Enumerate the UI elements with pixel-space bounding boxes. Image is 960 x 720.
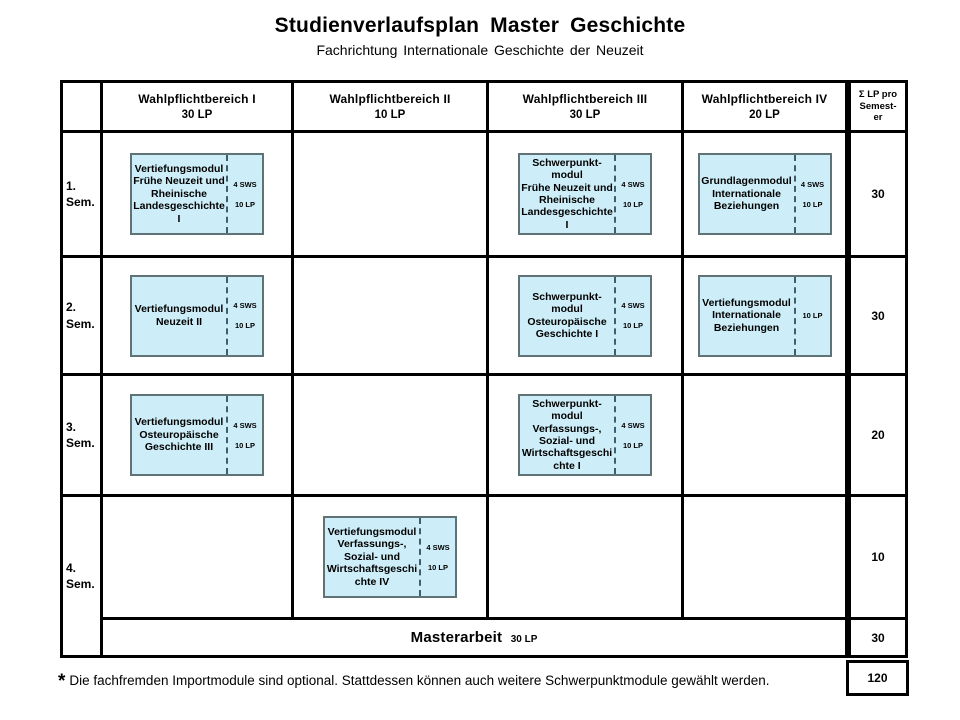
module-lp: 10 LP: [802, 199, 823, 209]
total-lp-box: 120: [846, 660, 909, 696]
column-header-lp: 10 LP: [374, 109, 406, 121]
cell-sem2-wpb3: Schwerpunkt- modul Osteuropäische Geschi…: [486, 255, 684, 376]
module-sws: 4 SWS: [233, 301, 257, 310]
cell-sem1-wpb4: Grundlagenmodul Internationale Beziehung…: [681, 130, 848, 258]
module-lp: 10 LP: [427, 562, 448, 572]
module-vertiefungsmodul-osteuropaeische-geschichte: Vertiefungsmodul Osteuropäische Geschich…: [130, 394, 264, 476]
module-sws: 4 SWS: [800, 179, 825, 189]
module-credits: 4 SWS 10 LP: [614, 154, 650, 234]
sum-sem-3: 20: [848, 373, 908, 497]
column-header-label: Wahlpflichtbereich I: [138, 92, 256, 106]
module-credits: 4 SWS 10 LP: [793, 155, 830, 233]
column-header-wpb-2: Wahlpflichtbereich II 10 LP: [291, 80, 489, 133]
cell-sem2-wpb1: Vertiefungsmodul Neuzeit II 4 SWS 10 LP: [100, 255, 294, 376]
module-title: Vertiefungsmodul Frühe Neuzeit und Rhein…: [133, 163, 225, 225]
module-credits: 4 SWS 10 LP: [614, 276, 650, 355]
module-title: Vertiefungsmodul Neuzeit II: [134, 303, 224, 328]
column-header-label: Wahlpflichtbereich IV: [701, 92, 828, 106]
cell-sem1-wpb1: Vertiefungsmodul Frühe Neuzeit und Rhein…: [100, 130, 294, 258]
cell-sem3-wpb2: [291, 373, 489, 497]
plan-table: Wahlpflichtbereich I 30 LP Wahlpflichtbe…: [60, 80, 848, 658]
footnote: *Die fachfremden Importmodule sind optio…: [58, 668, 846, 693]
module-lp: 10 LP: [234, 440, 255, 450]
row-label-sem-1: 1. Sem.: [60, 130, 103, 258]
cell-sem2-wpb4: Vertiefungsmodul Internationale Beziehun…: [681, 255, 848, 376]
column-header-label: Wahlpflichtbereich II: [329, 92, 451, 106]
module-credits: 4 SWS 10 LP: [226, 276, 262, 355]
row-label-sem-2: 2. Sem.: [60, 255, 103, 376]
module-credits: 4 SWS 10 LP: [226, 396, 262, 474]
module-title: Vertiefungsmodul Verfassungs-, Sozial- u…: [326, 526, 418, 588]
sum-sem-4: 10: [848, 494, 908, 620]
module-sws: 4 SWS: [233, 420, 257, 430]
module-sws: 4 SWS: [621, 301, 645, 310]
module-title: Vertiefungsmodul Internationale Beziehun…: [702, 296, 791, 334]
module-title: Grundlagenmodul Internationale Beziehung…: [701, 175, 792, 213]
module-lp: 10 LP: [234, 321, 255, 330]
column-header-wpb-4: Wahlpflichtbereich IV 20 LP: [681, 80, 848, 133]
sum-column: Σ LP pro Semest- er 30 30 20 10 30: [848, 80, 908, 658]
module-title: Schwerpunkt- modul Verfassungs-, Sozial-…: [521, 397, 613, 472]
module-schwerpunktmodul-verfassungs-sozial-wirtschaftsgeschichte: Schwerpunkt- modul Verfassungs-, Sozial-…: [518, 393, 652, 477]
corner-cell: [60, 80, 103, 133]
page-subtitle: Fachrichtung Internationale Geschichte d…: [316, 42, 644, 58]
module-grundlagenmodul-internationale-beziehungen: Grundlagenmodul Internationale Beziehung…: [697, 153, 832, 235]
column-header-wpb-1: Wahlpflichtbereich I 30 LP: [100, 80, 294, 133]
column-header-lp: 20 LP: [749, 109, 780, 121]
footnote-text: Die fachfremden Importmodule sind option…: [69, 673, 770, 688]
cell-sem4-wpb3: [486, 494, 684, 620]
column-header-wpb-3: Wahlpflichtbereich III 30 LP: [486, 80, 684, 133]
cell-sem4-wpb2: Vertiefungsmodul Verfassungs-, Sozial- u…: [291, 494, 489, 620]
masterarbeit-lp: 30 LP: [510, 633, 538, 645]
module-title: Vertiefungsmodul Osteuropäische Geschich…: [134, 416, 224, 454]
cell-sem3-wpb4: [681, 373, 848, 497]
column-header-lp: 30 LP: [181, 109, 213, 121]
module-credits: 4 SWS 10 LP: [614, 395, 650, 475]
module-vertiefungsmodul-internationale-beziehungen: Vertiefungsmodul Internationale Beziehun…: [697, 274, 832, 357]
cell-sem1-wpb2: [291, 130, 489, 258]
cell-sem1-wpb3: Schwerpunkt- modul Frühe Neuzeit und Rhe…: [486, 130, 684, 258]
masterarbeit-row: Masterarbeit 30 LP: [100, 617, 848, 658]
sum-masterarbeit: 30: [848, 617, 908, 658]
module-title: Schwerpunkt- modul Osteuropäische Geschi…: [527, 290, 607, 340]
module-sws: 4 SWS: [233, 179, 257, 189]
sum-sem-1: 30: [848, 130, 908, 258]
module-lp: 10 LP: [622, 199, 643, 209]
cell-sem2-wpb2: [291, 255, 489, 376]
column-header-label: Wahlpflichtbereich III: [522, 92, 648, 106]
sum-sem-2: 30: [848, 255, 908, 376]
cell-sem4-wpb1: [100, 494, 294, 620]
cell-sem3-wpb1: Vertiefungsmodul Osteuropäische Geschich…: [100, 373, 294, 497]
module-title: Schwerpunkt- modul Frühe Neuzeit und Rhe…: [521, 156, 613, 231]
module-lp: 10 LP: [234, 199, 255, 209]
sum-column-header: Σ LP pro Semest- er: [848, 80, 908, 133]
cell-sem4-wpb4: [681, 494, 848, 620]
row-label-sem-3: 3. Sem.: [60, 373, 103, 497]
cell-sem3-wpb3: Schwerpunkt- modul Verfassungs-, Sozial-…: [486, 373, 684, 497]
footnote-asterisk: *: [58, 671, 66, 692]
module-lp: 10 LP: [802, 311, 823, 320]
module-vertiefungsmodul-verfassungs-sozial-wirtschaftsgeschichte: Vertiefungsmodul Verfassungs-, Sozial- u…: [323, 516, 457, 598]
module-credits: 4 SWS 10 LP: [419, 518, 455, 596]
module-lp: 10 LP: [622, 321, 643, 330]
module-sws: 4 SWS: [621, 179, 645, 189]
masterarbeit-label: Masterarbeit: [410, 628, 503, 646]
column-header-lp: 30 LP: [569, 109, 601, 121]
module-credits: 4 SWS 10 LP: [226, 155, 262, 233]
module-sws: 4 SWS: [426, 542, 450, 552]
module-sws: 4 SWS: [621, 420, 645, 430]
page-title: Studienverlaufsplan Master Geschichte: [274, 14, 686, 37]
module-schwerpunktmodul-osteuropaeische-geschichte: Schwerpunkt- modul Osteuropäische Geschi…: [518, 274, 652, 357]
row-label-sem-4: 4. Sem.: [60, 494, 103, 658]
module-vertiefungsmodul-fruehe-neuzeit-rheinische-landesgeschichte: Vertiefungsmodul Frühe Neuzeit und Rhein…: [130, 153, 264, 235]
module-schwerpunktmodul-fruehe-neuzeit-rheinische-landesgeschichte: Schwerpunkt- modul Frühe Neuzeit und Rhe…: [518, 152, 652, 236]
module-lp: 10 LP: [622, 440, 643, 450]
module-vertiefungsmodul-neuzeit-2: Vertiefungsmodul Neuzeit II 4 SWS 10 LP: [130, 274, 264, 357]
module-credits: 10 LP: [793, 276, 830, 355]
